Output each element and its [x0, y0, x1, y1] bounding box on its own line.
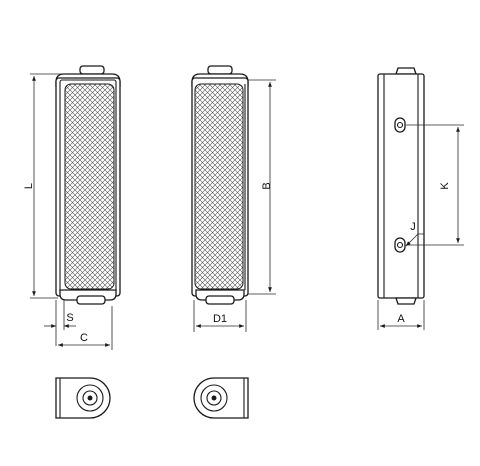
dim-label-J: J — [410, 221, 416, 233]
dim-S: S — [44, 300, 76, 346]
front-knurled-grip — [64, 83, 115, 290]
front-bottom-screw-head — [76, 295, 106, 305]
dim-label-D1: D1 — [213, 313, 227, 325]
bottom-left-inner-ring — [82, 390, 98, 406]
bottom-right-ring — [200, 384, 228, 412]
bottom-view-right — [193, 377, 249, 419]
side-knurled-grip — [194, 83, 244, 290]
bottom-right-center — [211, 395, 217, 401]
profile-top-screw — [395, 67, 417, 75]
dim-L: L — [23, 73, 66, 299]
dim-B: B — [248, 79, 276, 295]
profile-hole-top — [394, 117, 406, 133]
bottom-left-ring — [76, 384, 104, 412]
side-view — [191, 65, 249, 305]
profile-view — [377, 67, 425, 305]
bottom-view-left — [55, 377, 111, 419]
front-top-screw-head — [79, 65, 105, 75]
profile-body — [377, 73, 425, 299]
dim-D1: D1 — [193, 300, 247, 332]
profile-hole-bottom — [394, 237, 406, 253]
bottom-left-center — [87, 395, 93, 401]
dim-K: K — [406, 124, 464, 246]
dim-label-B: B — [261, 182, 273, 189]
front-view — [55, 65, 121, 305]
side-top-screw-head — [207, 65, 233, 75]
dim-label-S: S — [66, 312, 73, 324]
dim-C: C — [58, 306, 113, 350]
side-bottom-screw-head — [205, 295, 235, 305]
dim-J: J — [405, 221, 424, 247]
dim-A: A — [377, 300, 425, 330]
dim-label-A: A — [397, 313, 405, 325]
dim-label-L: L — [23, 183, 35, 189]
dim-label-K: K — [439, 182, 451, 190]
profile-bottom-screw — [395, 297, 417, 305]
dim-label-C: C — [80, 332, 88, 344]
bottom-right-inner-ring — [206, 390, 222, 406]
